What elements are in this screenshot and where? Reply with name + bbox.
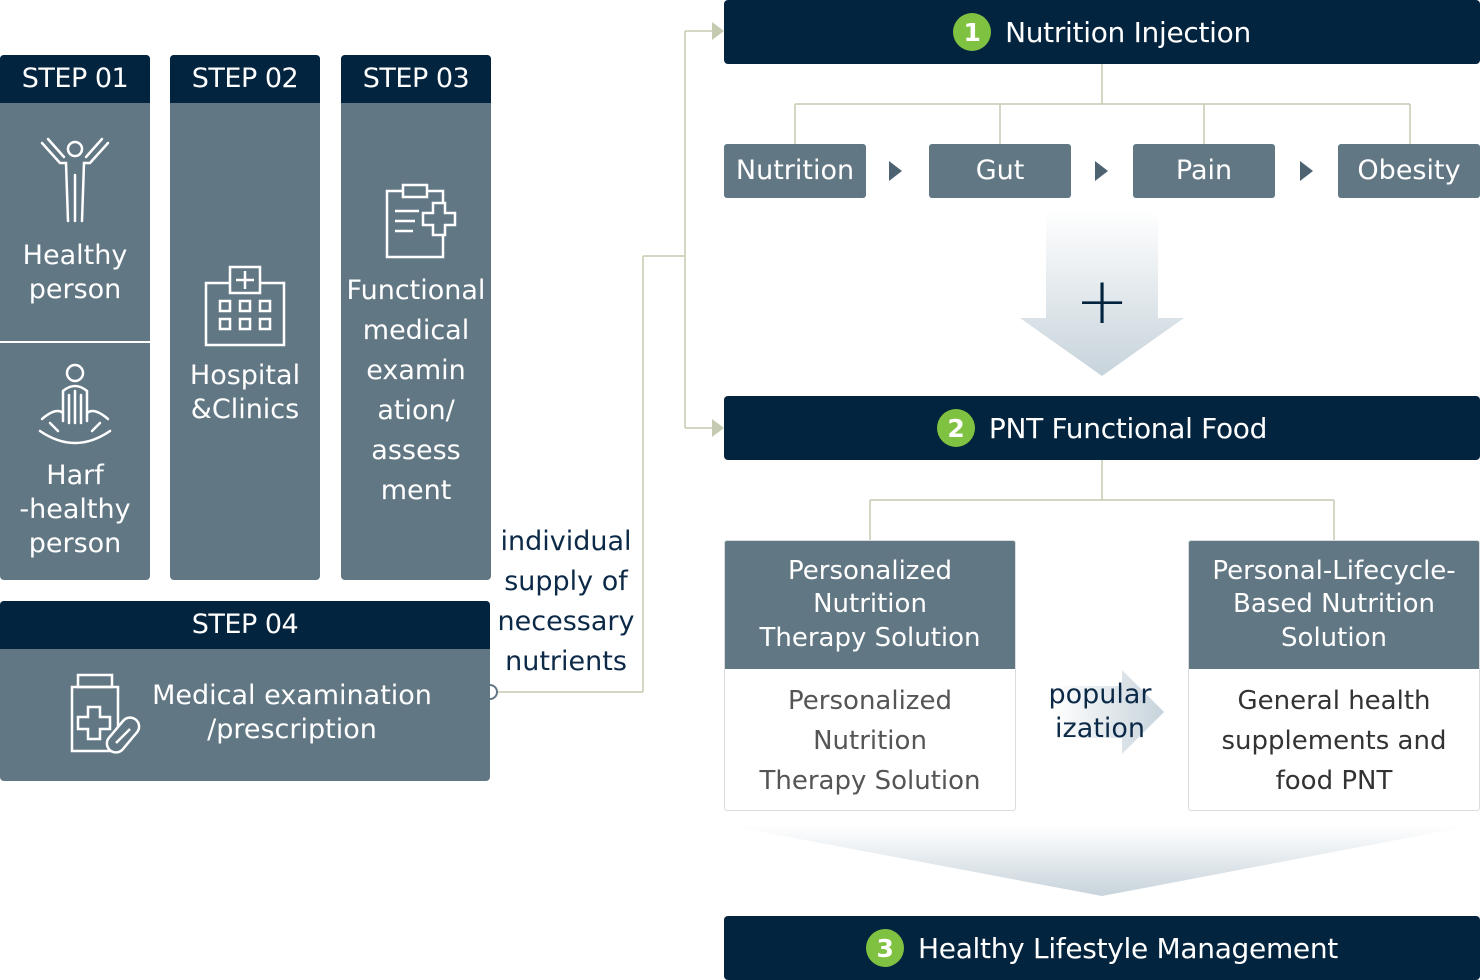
right-arrow-shape <box>1052 670 1164 754</box>
flow-item-pain: Pain <box>1133 144 1275 198</box>
step-02-header: STEP 02 <box>170 55 320 103</box>
healthy-person-label: Healthy person <box>22 240 128 305</box>
stage-3-number: 3 <box>866 929 905 967</box>
flow-arrow-1 <box>889 161 902 181</box>
funnel-shape <box>730 826 1470 896</box>
step-04-header: STEP 04 <box>0 601 490 649</box>
personalized-therapy-card: Personalized Nutrition Therapy Solution … <box>724 540 1016 811</box>
person-arms-up-icon <box>38 135 112 229</box>
stage-1-title: Nutrition Injection <box>1005 15 1251 49</box>
functional-exam-label: Functional medical examin ation/ assess … <box>346 275 486 506</box>
flow-item-obesity: Obesity <box>1338 144 1480 198</box>
stage-2-banner: 2 PNT Functional Food <box>724 396 1480 460</box>
stage-3-title: Healthy Lifestyle Management <box>918 931 1338 965</box>
connector-label: individual supply of necessary nutrients <box>497 526 635 677</box>
personalized-therapy-card-title: Personalized Nutrition Therapy Solution <box>725 541 1015 669</box>
medicine-bottle-pill-icon <box>66 671 148 759</box>
stage-1-banner: 1 Nutrition Injection <box>724 0 1480 64</box>
stage-2-title: PNT Functional Food <box>988 411 1268 445</box>
hospital-icon <box>202 261 288 351</box>
lifecycle-solution-card-body: General health supplements and food PNT <box>1221 686 1447 796</box>
stage-3-banner: 3 Healthy Lifestyle Management <box>724 916 1480 980</box>
down-arrow-shape <box>1020 210 1184 376</box>
step-04-panel: STEP 04 Medical examination /prescriptio… <box>0 601 490 781</box>
flow-arrow-3 <box>1300 161 1313 181</box>
person-meditating-icon <box>36 361 114 451</box>
step-01-column: STEP 01 Healthy person Harf -healthy per… <box>0 55 150 580</box>
step-03-column: STEP 03 Functional medical examin ation/… <box>341 55 491 580</box>
step-01-header: STEP 01 <box>0 55 150 103</box>
hospital-clinics-label: Hospital &Clinics <box>189 360 301 425</box>
lifecycle-solution-card-title: Personal-Lifecycle- Based Nutrition Solu… <box>1189 541 1479 669</box>
lifecycle-solution-card: Personal-Lifecycle- Based Nutrition Solu… <box>1188 540 1480 811</box>
step-03-header: STEP 03 <box>341 55 491 103</box>
personalized-therapy-card-body: Personalized Nutrition Therapy Solution <box>759 686 981 796</box>
flow-arrow-2 <box>1095 161 1108 181</box>
flow-item-nutrition: Nutrition <box>724 144 866 198</box>
flow-item-gut: Gut <box>929 144 1071 198</box>
medical-exam-label: Medical examination /prescription <box>152 680 432 745</box>
clipboard-plus-icon <box>383 183 465 267</box>
step-02-column: STEP 02 Hospital &Clinics <box>170 55 320 580</box>
popularization-label: popular ization <box>1048 679 1152 744</box>
half-healthy-person-label: Harf -healthy person <box>19 460 131 559</box>
stage-2-number: 2 <box>936 409 975 447</box>
step-01-divider <box>0 341 150 343</box>
plus-symbol: + <box>1075 265 1129 339</box>
stage-1-number: 1 <box>953 13 992 51</box>
